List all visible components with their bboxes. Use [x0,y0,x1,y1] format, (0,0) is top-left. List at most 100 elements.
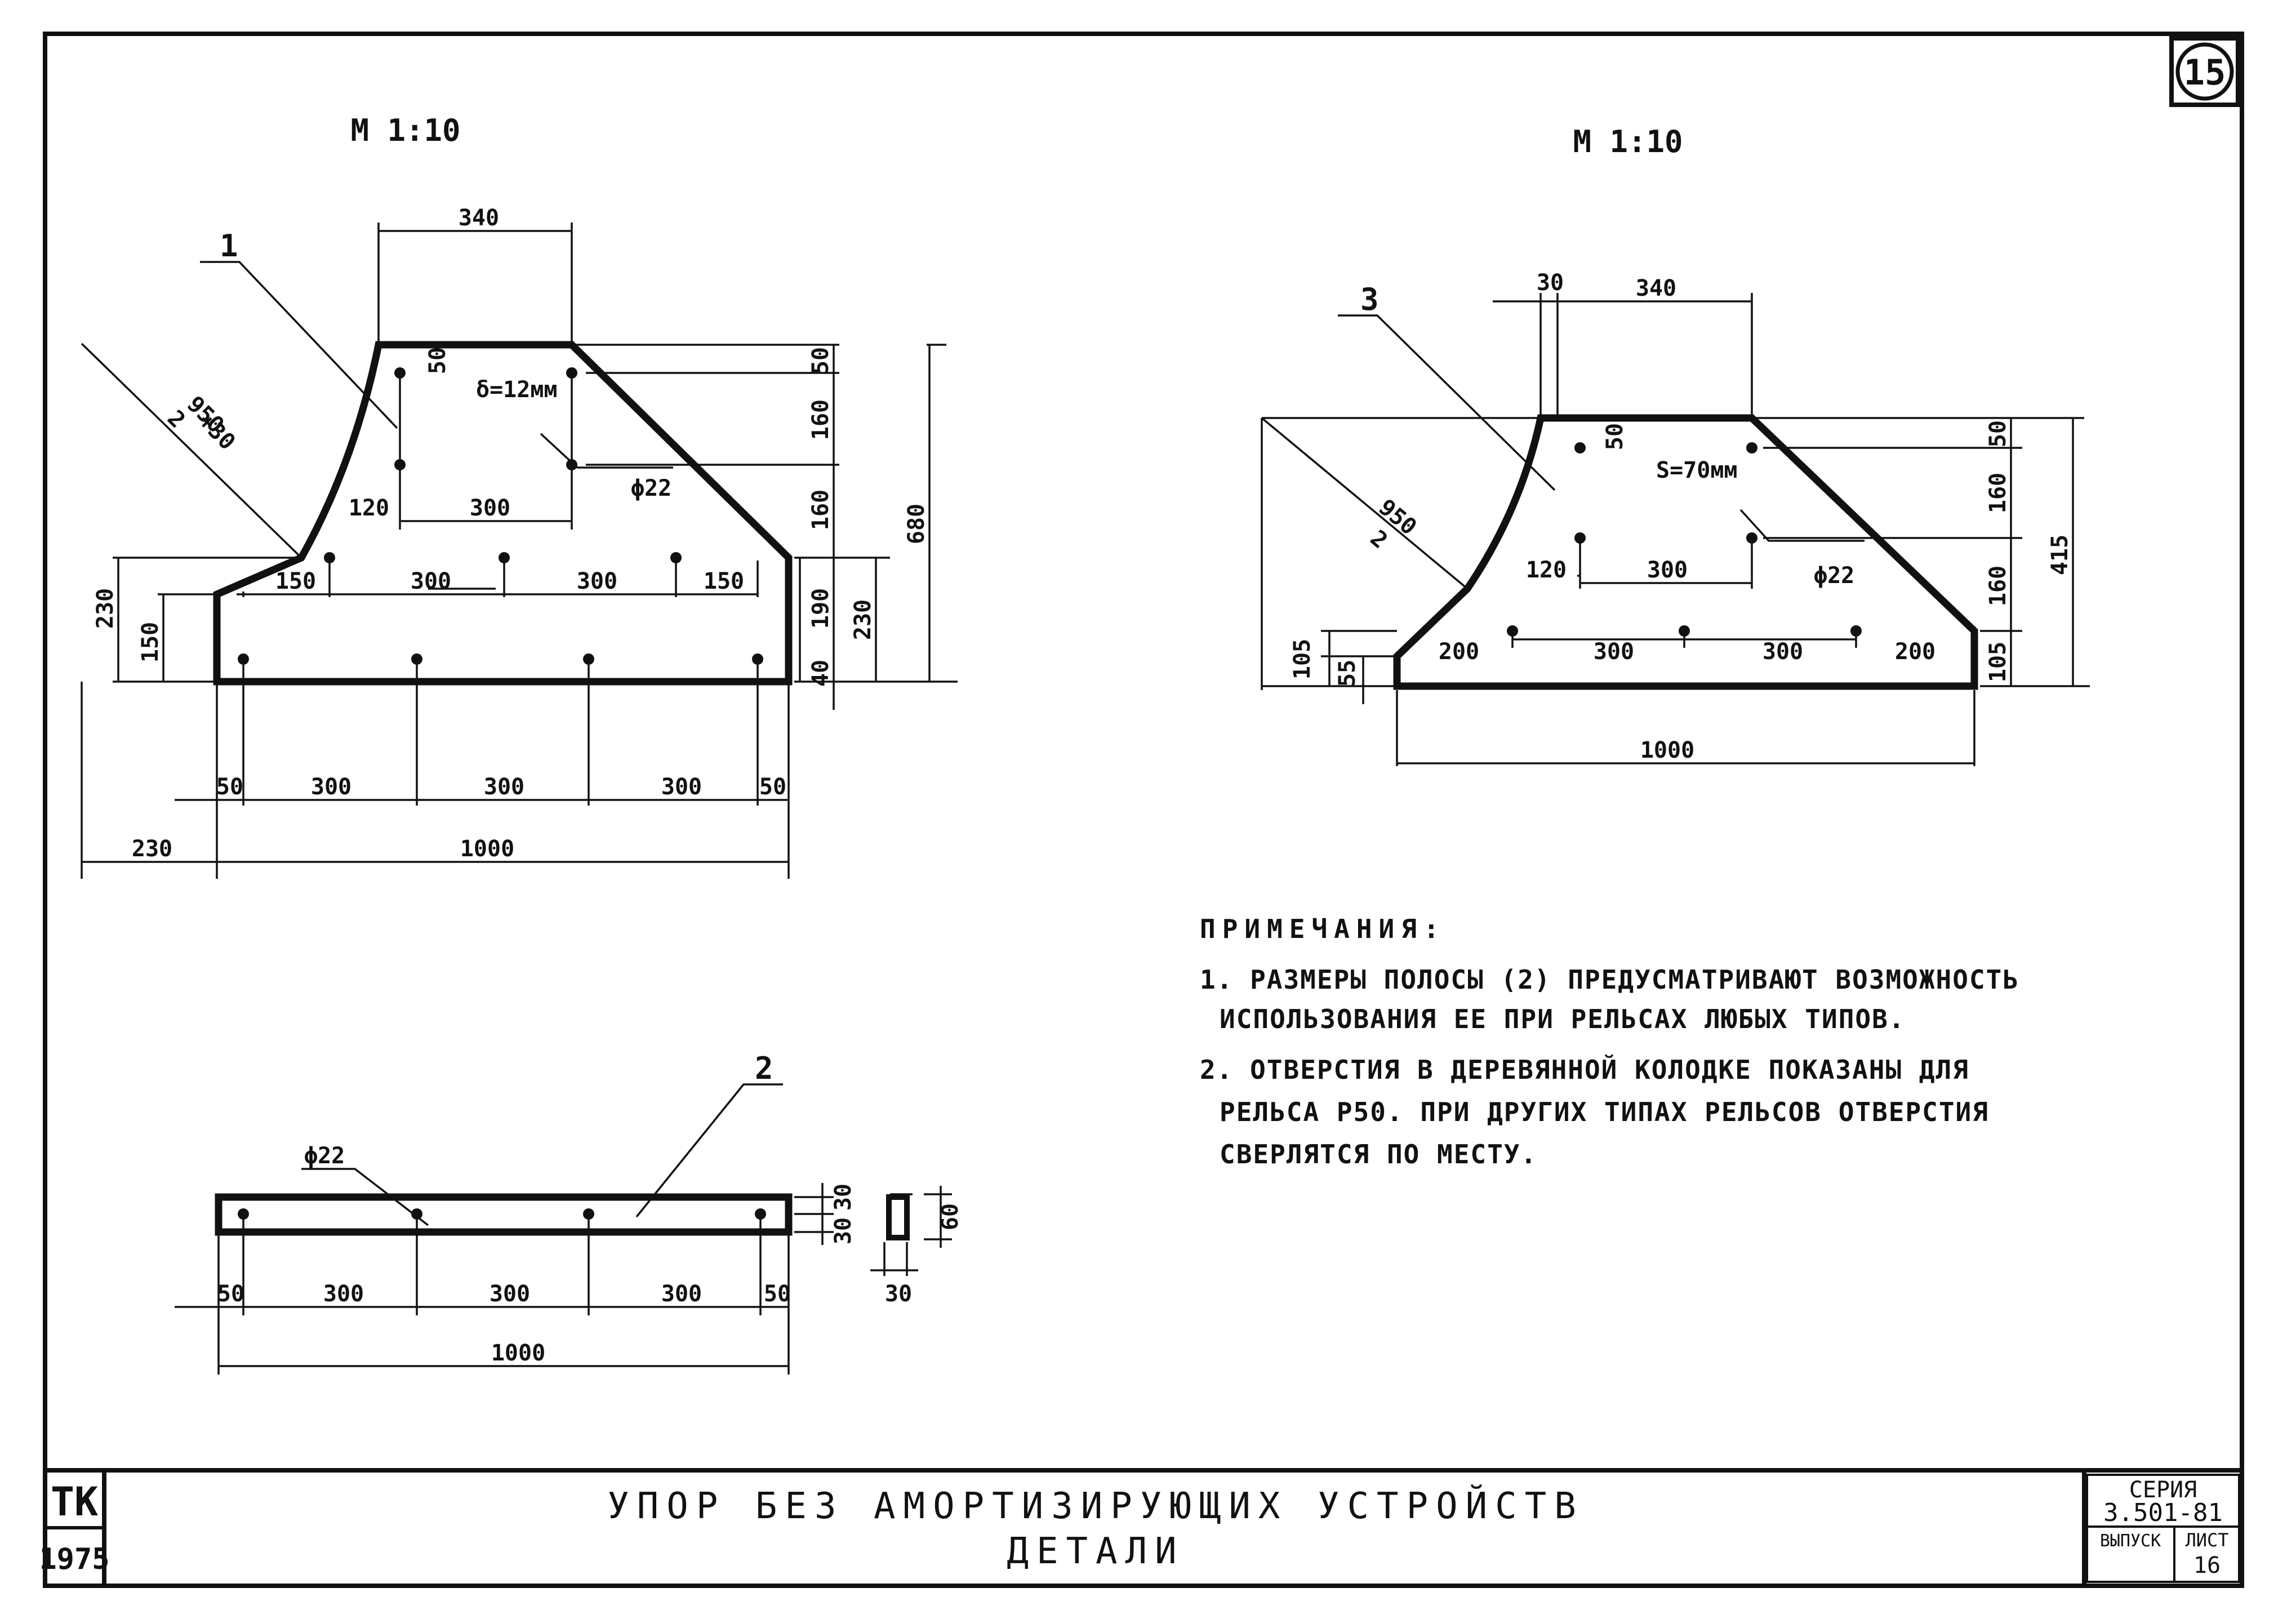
part-1-dim-left-overhang: 230 [132,836,172,862]
part-3-dim-row-bottom: 300 [1763,639,1803,665]
scale-left: М 1:10 [350,113,460,148]
part-2-strip [215,1193,793,1236]
part-3-dim-hole-spacing: 300 [1647,557,1688,583]
part-3-dim-right-height: 160 [1985,566,2011,606]
part-2-section [886,1194,910,1240]
part-2-callout-leader [635,1083,783,1218]
part-3-callout: 3 [1360,282,1379,317]
part-2-leader [301,1168,429,1226]
part-3-hole-label: ϕ22 [1814,563,1854,589]
part-1-dim-row4: 50 [759,774,786,800]
part-3-hole [1679,625,1690,637]
part-3-dim-total-height: 415 [2047,535,2073,575]
part-2-dim-height: 30 [830,1184,856,1211]
part-3-dim-overall-width: 1000 [1640,737,1694,763]
part-1-dim-right-height: 190 [808,588,834,629]
drawing-title: УПОР БЕЗ АМОРТИЗИРУЮЩИХ УСТРОЙСТВ [607,1484,1584,1527]
note-line: СВЕРЛЯТСЯ ПО МЕСТУ. [1220,1139,1537,1169]
part-3-dim-right-height: 160 [1985,473,2011,513]
part-2-hole-label: ϕ22 [304,1143,345,1169]
part-1-dim-top-offset: 50 [425,347,451,374]
part-3-dim-top-width: 340 [1636,275,1676,301]
note-line: РЕЛЬСА Р50. ПРИ ДРУГИХ ТИПАХ РЕЛЬСОВ ОТВ… [1220,1097,1989,1127]
part-3-dim-row-bottom: 200 [1895,639,1935,665]
part-1-dim-row4: 300 [661,774,702,800]
part-1-hole [499,552,510,563]
part-3-dim-hole-gap: 120 [1526,557,1567,583]
part-1-dim-left-height: 150 [137,622,163,662]
part-3-hole [1746,532,1757,544]
part-1-dim-row3: 300 [577,568,617,594]
part-2-dim-row: 50 [217,1281,244,1307]
sheet-value: 16 [2193,1553,2221,1578]
part-1-dim-overall-width: 1000 [460,836,514,862]
part-1-dim-row4: 50 [216,774,243,800]
sheet-number-box [2169,36,2240,107]
issue-label: ВЫПУСК [2100,1531,2161,1551]
part-1-outline [213,341,793,686]
sheet-number: 15 [2184,52,2226,93]
part-3-holes [1507,442,1862,637]
org-stamp: ТК [51,1479,98,1525]
part-3-hole [1850,625,1862,637]
part-1-hole-leader [540,433,673,469]
part-1-dim-row4: 300 [311,774,351,800]
part-3-hole [1574,532,1586,544]
part-1-callout: 1 [220,228,238,264]
part-3-dim-right-height: 50 [1985,420,2011,447]
notes: ПРИМЕЧАНИЯ: 1. РАЗМЕРЫ ПОЛОСЫ (2) ПРЕДУС… [1200,914,2018,1169]
part-1-hole [411,653,422,665]
part-2-drawing: 2 ϕ22 50 300 300 300 50 1000 30 30 60 30 [175,1051,963,1375]
part-3-hole-leader [1739,509,1865,542]
year-stamp: 1975 [39,1542,109,1576]
note-line: ИСПОЛЬЗОВАНИЯ ЕЕ ПРИ РЕЛЬСАХ ЛЮБЫХ ТИПОВ… [1220,1004,1905,1034]
part-1-dim-total-height: 680 [904,504,929,544]
part-2-dim-overall-width: 1000 [491,1340,545,1366]
part-1-dim-left-height: 230 [92,588,118,629]
part-1-hole [324,552,335,563]
part-1-dim-row3: 150 [275,568,316,594]
part-1-dim-hole-gap: 120 [349,495,389,521]
sheet-label: ЛИСТ [2185,1529,2228,1551]
part-2-dim-section-width: 30 [885,1281,912,1307]
sheet-frame [43,32,2244,1588]
part-3-dim-right-height: 105 [1985,642,2011,682]
series-box [2086,1474,2240,1583]
part-2-dim-row: 300 [490,1281,530,1307]
part-3-radius-divisor: 2 [1365,525,1392,554]
drawing-subtitle: ДЕТАЛИ [1007,1531,1184,1572]
part-2-hole [583,1208,594,1220]
part-1-dim-top-width: 340 [459,205,499,231]
part-3-hole [1574,442,1586,453]
series-label: СЕРИЯ [2129,1477,2197,1503]
part-1-drawing: 1 340 50 δ=12мм ϕ22 950 2 +30 120 300 15… [81,205,958,879]
part-2-dim-row: 300 [661,1281,702,1307]
part-1-dim-right-height: 50 [808,347,834,374]
part-3-drawing: 3 30 340 50 S=70мм ϕ22 950 2 120 300 200… [1261,270,2090,766]
part-1-thickness: δ=12мм [476,377,558,403]
part-1-dim-row3: 150 [704,568,744,594]
part-1-dim-row4: 300 [484,774,524,800]
part-3-hole [1507,625,1518,637]
part-3-leader [1338,314,1556,491]
part-3-dim-row-bottom: 300 [1594,639,1634,665]
sheet-number-circle [2175,42,2234,101]
part-2-dim-row: 300 [323,1281,364,1307]
part-3-dim-top-offset: 30 [1537,270,1564,296]
scale-right: М 1:10 [1573,124,1683,159]
part-1-leader [200,261,398,429]
part-2-dim-section-height: 60 [937,1203,963,1230]
part-3-thickness: S=70мм [1656,457,1738,483]
part-3-hole [1746,442,1757,453]
part-3-dim-row-bottom: 200 [1439,639,1479,665]
part-2-dim-height: 30 [830,1217,856,1244]
part-1-dim-right-height: 40 [808,660,834,687]
part-1-hole [752,653,763,665]
part-2-dim-row: 50 [764,1281,791,1307]
part-3-dim-left-height: 55 [1334,660,1360,687]
part-2-hole [411,1208,422,1220]
part-1-hole [583,653,594,665]
part-1-dim-right-lower: 230 [850,599,876,640]
part-2-callout: 2 [755,1051,773,1086]
